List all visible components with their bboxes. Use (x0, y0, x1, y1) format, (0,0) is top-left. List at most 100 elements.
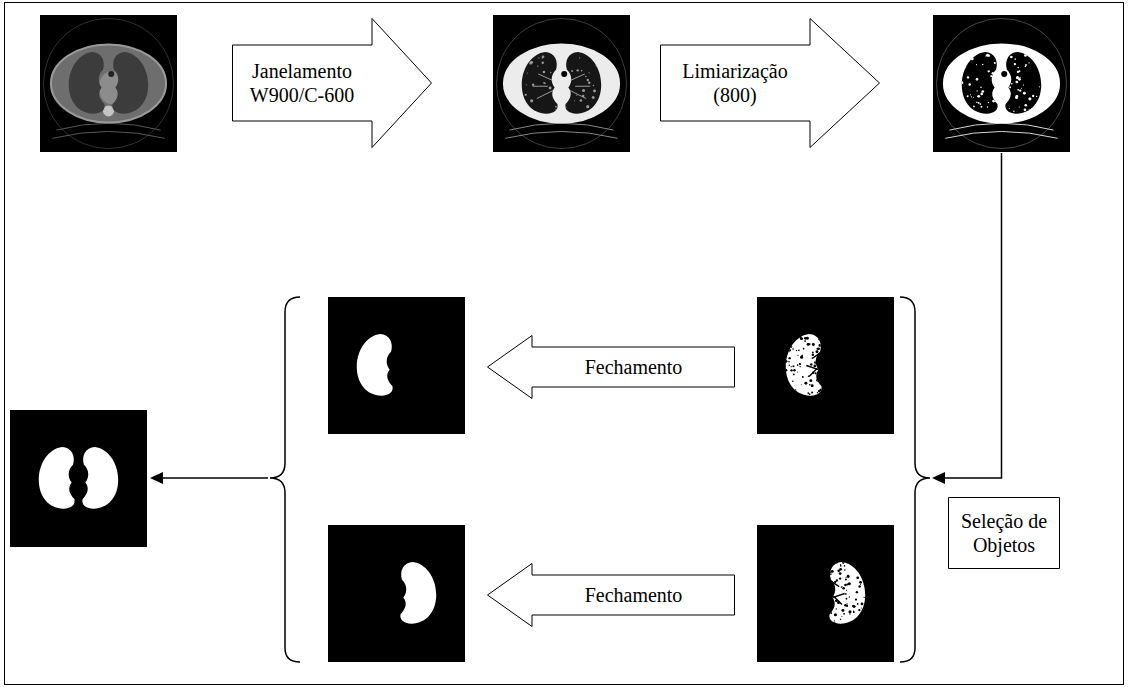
speckle (984, 55, 986, 57)
speckle (1025, 64, 1027, 66)
speckle (980, 86, 981, 87)
speckle (799, 366, 800, 367)
speckle (841, 586, 842, 587)
speckle (992, 72, 995, 75)
speckle (1028, 62, 1029, 63)
speckle (980, 103, 982, 105)
ct-image (40, 15, 177, 152)
speckle (819, 388, 822, 391)
speckle (990, 75, 992, 77)
speckle (567, 95, 568, 96)
speckle (812, 351, 814, 353)
speckle (554, 71, 557, 74)
speckle (592, 112, 594, 114)
figure-border (5, 3, 1124, 685)
speckle (820, 382, 822, 384)
step-label: Seleção de Objetos (948, 509, 1060, 557)
speckles (564, 52, 599, 113)
speckle (833, 606, 834, 607)
speckle (844, 584, 847, 587)
flow-line (162, 477, 268, 479)
speckles (960, 52, 998, 111)
speckle (846, 562, 848, 564)
speckle (860, 584, 861, 585)
speckle (836, 608, 837, 609)
shape-border (488, 564, 735, 627)
speckle (812, 343, 815, 346)
image-background (757, 525, 894, 662)
speckle (848, 610, 851, 613)
speckle (848, 582, 851, 585)
speckle (1019, 89, 1021, 91)
speckles (784, 333, 822, 395)
speckle (860, 565, 862, 567)
text-area: Fechamento (532, 347, 735, 387)
vessel (575, 86, 590, 87)
block-arrow: Janelamento W900/C-600 (232, 18, 432, 148)
vessel-gap (812, 353, 820, 358)
speckle (817, 392, 818, 393)
speckle (1025, 66, 1027, 68)
speckle (863, 572, 864, 573)
speckle (995, 88, 997, 90)
speckle (784, 360, 787, 363)
speckle (793, 369, 795, 371)
speckle (564, 106, 566, 108)
ct-image (757, 297, 894, 434)
speckle (820, 368, 823, 371)
speckle (527, 72, 528, 73)
lung (522, 52, 558, 114)
speckle (542, 55, 545, 58)
speckle (1010, 93, 1011, 94)
table-line (509, 123, 613, 130)
speckle (968, 83, 970, 85)
speckle (582, 95, 584, 97)
speckle (1015, 95, 1018, 98)
speckle (568, 78, 571, 81)
speckle (845, 577, 846, 578)
speckle (1010, 56, 1013, 59)
trachea (1001, 71, 1007, 77)
speckle (841, 587, 842, 588)
speckle (818, 344, 821, 347)
speckle (846, 598, 848, 600)
speckle (1017, 71, 1019, 73)
speckle (843, 613, 845, 615)
lung (112, 52, 148, 114)
lung-mask (357, 334, 393, 396)
speckle (577, 69, 579, 71)
speckle (538, 57, 539, 58)
speckle (1036, 96, 1038, 98)
step-label: Fechamento (581, 583, 687, 607)
text-area: Seleção de Objetos (948, 497, 1060, 569)
speckle (803, 348, 805, 350)
speckle (806, 337, 809, 340)
speckle (963, 53, 966, 56)
vessel-gap (809, 368, 817, 376)
speckle (532, 83, 535, 86)
speckle (1039, 86, 1040, 87)
speckle (800, 337, 803, 340)
speckle (857, 603, 859, 605)
speckle (815, 372, 817, 374)
speckle (836, 580, 838, 582)
text-area: Fechamento (532, 575, 735, 615)
scanner-ring (936, 18, 1066, 148)
speckle (796, 392, 799, 395)
spine (103, 105, 114, 116)
speckle (1014, 58, 1016, 60)
speckle (565, 52, 567, 54)
speckle (976, 90, 977, 91)
text-area: Limiarização (800) (660, 45, 810, 121)
speckle (862, 561, 865, 564)
vessel (570, 74, 585, 81)
speckle (981, 90, 984, 93)
speckle (543, 71, 546, 74)
speckle (1009, 86, 1011, 88)
speckle (542, 62, 544, 64)
speckle (1004, 97, 1006, 99)
speckle (1028, 55, 1029, 56)
speckle (846, 603, 847, 604)
speckle (988, 70, 990, 72)
shape-outline (660, 18, 880, 148)
